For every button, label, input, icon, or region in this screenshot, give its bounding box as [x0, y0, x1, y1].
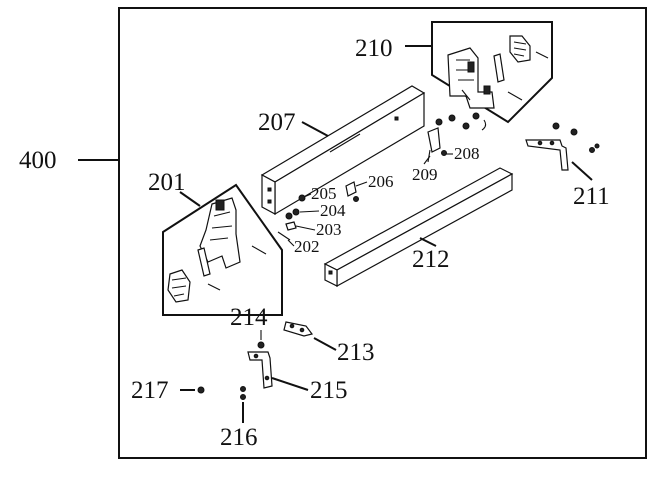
leader-211 [571, 161, 593, 181]
label-201: 201 [148, 169, 186, 196]
diagram-frame [118, 7, 647, 459]
inset-201 [162, 183, 283, 316]
hardware-group-right [427, 112, 487, 163]
screw-217 [197, 386, 205, 394]
label-217: 217 [131, 377, 169, 404]
label-210: 210 [355, 35, 393, 62]
label-205: 205 [311, 184, 337, 203]
leader-201 [179, 191, 201, 207]
bracket-211 [525, 122, 600, 171]
label-214: 214 [230, 304, 268, 331]
leader-209 [423, 155, 431, 165]
label-215: 215 [310, 377, 348, 404]
leader-205 [303, 193, 312, 198]
screw-214 [257, 341, 265, 349]
bar-212 [323, 167, 514, 288]
screws-216 [240, 386, 246, 400]
label-212: 212 [412, 246, 450, 273]
leader-207 [301, 121, 329, 137]
label-213: 213 [337, 339, 375, 366]
hardware-group-left [277, 181, 359, 241]
leader-215 [271, 377, 309, 391]
label-203: 203 [316, 220, 342, 239]
label-206: 206 [368, 172, 394, 191]
label-216: 216 [220, 424, 258, 451]
leader-204 [299, 210, 320, 213]
label-211: 211 [573, 183, 610, 210]
leader-212 [419, 237, 437, 247]
leader-202 [287, 239, 295, 247]
label-400: 400 [19, 147, 57, 174]
label-207: 207 [258, 109, 296, 136]
label-208: 208 [454, 144, 480, 163]
leader-213 [313, 337, 337, 351]
leader-203 [295, 225, 316, 231]
inset-210 [431, 21, 553, 124]
label-209: 209 [412, 165, 438, 184]
bracket-215 [247, 351, 273, 389]
panel-207 [260, 85, 426, 216]
bracket-213 [283, 321, 314, 337]
leader-206 [355, 181, 368, 187]
label-202: 202 [294, 237, 320, 256]
label-204: 204 [320, 201, 346, 220]
